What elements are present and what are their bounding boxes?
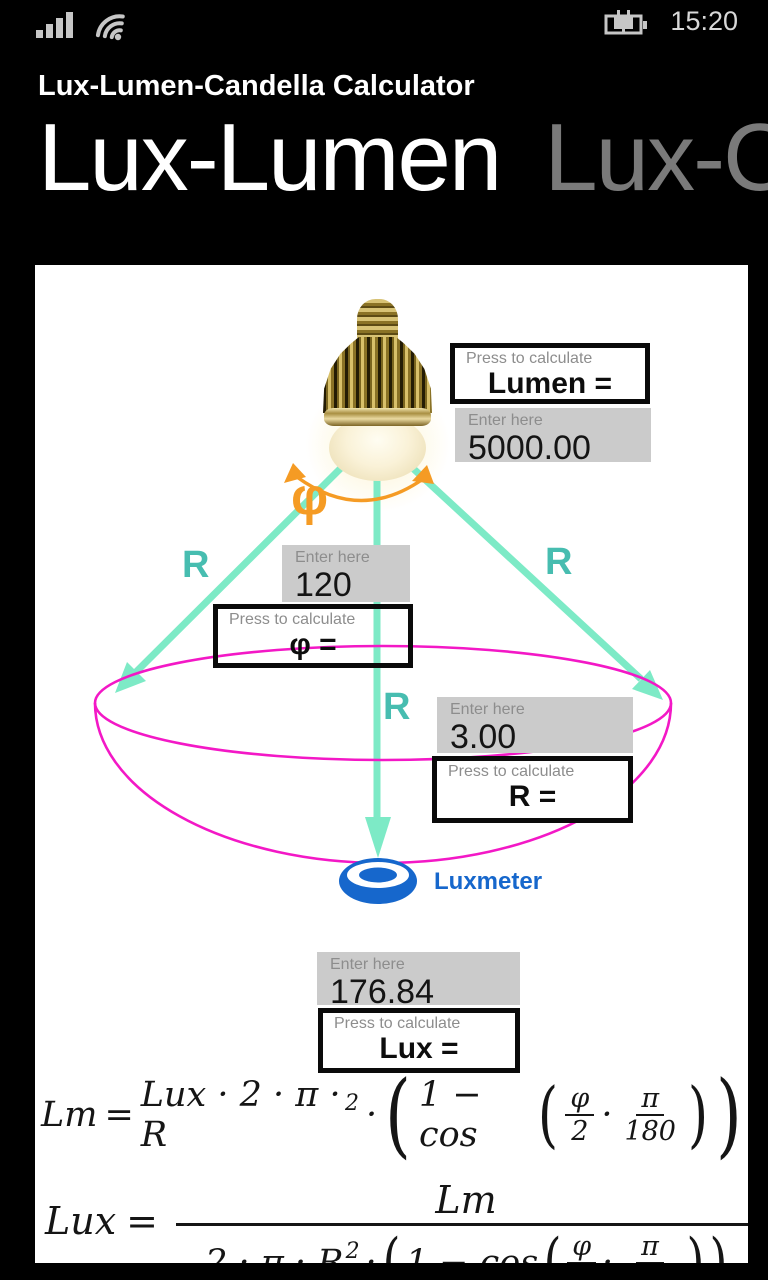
f1-body1: Lux · 2 · π · R (140, 1075, 341, 1155)
app-title: Lux-Lumen-Candella Calculator (38, 70, 475, 102)
wifi-icon (95, 14, 125, 41)
f1-body3: 1 − cos (418, 1075, 482, 1155)
phi-input-hint: Enter here (295, 549, 370, 566)
bulb-metal-band (324, 408, 431, 426)
bulb-screw-base (357, 299, 398, 343)
lux-button-label: Lux = (379, 1032, 459, 1065)
f1-dot: · (601, 1095, 613, 1135)
right-ray-line (402, 458, 644, 682)
f1-close-paren-inner: ) (687, 1072, 709, 1157)
lux-input-hint: Enter here (330, 956, 405, 973)
f1-phi-fraction: φ 2 (565, 1083, 595, 1147)
f1-eq: = (104, 1095, 134, 1135)
radius-label-right: R (545, 541, 573, 583)
radius-input[interactable]: Enter here 3.00 (437, 697, 633, 756)
phi-button-label: φ = (289, 628, 337, 661)
f2-lhs: Lux = (45, 1199, 158, 1243)
lumen-button-hint: Press to calculate (466, 350, 593, 367)
right-ray-arrowhead-icon (632, 670, 663, 700)
lumen-input[interactable]: Enter here 5000.00 (455, 408, 651, 467)
f2-fraction-bar (175, 1223, 748, 1226)
f1-open-paren-inner: ( (538, 1072, 559, 1157)
pivot-tab-lux-candella[interactable]: Lux-C (544, 104, 768, 211)
radius-button-label: R = (508, 780, 557, 813)
f1-close-paren-outer: ) (716, 1060, 742, 1168)
radius-input-hint: Enter here (450, 701, 525, 718)
f1-open-paren-outer: ( (385, 1060, 411, 1168)
battery-charging-icon (604, 10, 647, 35)
phi-arc-left-arrowhead-icon (284, 463, 306, 483)
f1-body2: · (365, 1095, 378, 1135)
f2-fraction: Lm 2 · π · R2 · ( 1 − cos ( φ 2 · π 180 (175, 1177, 748, 1263)
phi-arc-right-arrowhead-icon (412, 465, 434, 484)
lux-formula: Lux = Lm 2 · π · R2 · ( 1 − cos ( φ 2 · (45, 1177, 748, 1263)
f2-denominator: 2 · π · R2 · ( 1 − cos ( φ 2 · π 180 ) (176, 1226, 748, 1263)
phi-value: 120 (295, 566, 352, 604)
f2-numerator: Lm (435, 1178, 497, 1222)
phi-symbol: φ (291, 468, 329, 526)
center-ray-arrowhead-icon (365, 817, 391, 858)
radius-value: 3.00 (450, 718, 517, 756)
f1-lhs: Lm (41, 1095, 98, 1135)
f2-pi-fraction: π 180 (619, 1231, 681, 1263)
status-time: 15:20 (670, 6, 738, 36)
lux-input[interactable]: Enter here 176.84 (317, 952, 520, 1009)
lumen-calculate-button[interactable]: Press to calculate Lumen = (450, 343, 650, 404)
bulb-dome (329, 415, 426, 481)
pivot-tab-lux-lumen[interactable]: Lux-Lumen (38, 104, 502, 211)
radius-label-center: R (383, 686, 411, 728)
lumen-value: 5000.00 (468, 429, 591, 467)
f1-exponent: 2 (344, 1090, 359, 1116)
lumen-input-hint: Enter here (468, 412, 543, 429)
phi-button-hint: Press to calculate (229, 611, 356, 628)
lux-calculate-button[interactable]: Press to calculate Lux = (318, 1008, 520, 1073)
pivot-header: Lux-Lumen Lux-C (38, 104, 768, 212)
luxmeter-icon (339, 858, 417, 904)
cellular-signal-icon (36, 12, 73, 38)
radius-calculate-button[interactable]: Press to calculate R = (432, 756, 633, 823)
lux-button-hint: Press to calculate (334, 1015, 461, 1032)
lux-value: 176.84 (330, 973, 434, 1011)
phi-calculate-button[interactable]: Press to calculate φ = (213, 604, 413, 668)
f2-exponent: 2 (345, 1238, 360, 1263)
phi-angle-arc (295, 475, 425, 503)
radius-label-left: R (182, 544, 210, 586)
light-cone-diagram (93, 458, 673, 904)
phi-input[interactable]: Enter here 120 (282, 545, 410, 602)
f2-phi-fraction: φ 2 (567, 1231, 597, 1263)
left-ray-line (133, 458, 351, 675)
left-ray-arrowhead-icon (115, 662, 146, 693)
radius-button-hint: Press to calculate (448, 763, 575, 780)
lumen-button-label: Lumen = (487, 367, 613, 400)
luxmeter-label: Luxmeter (434, 868, 543, 895)
calculator-panel: Press to calculate Lumen = Enter here 50… (35, 265, 748, 1263)
f1-pi-fraction: π 180 (624, 1082, 676, 1147)
